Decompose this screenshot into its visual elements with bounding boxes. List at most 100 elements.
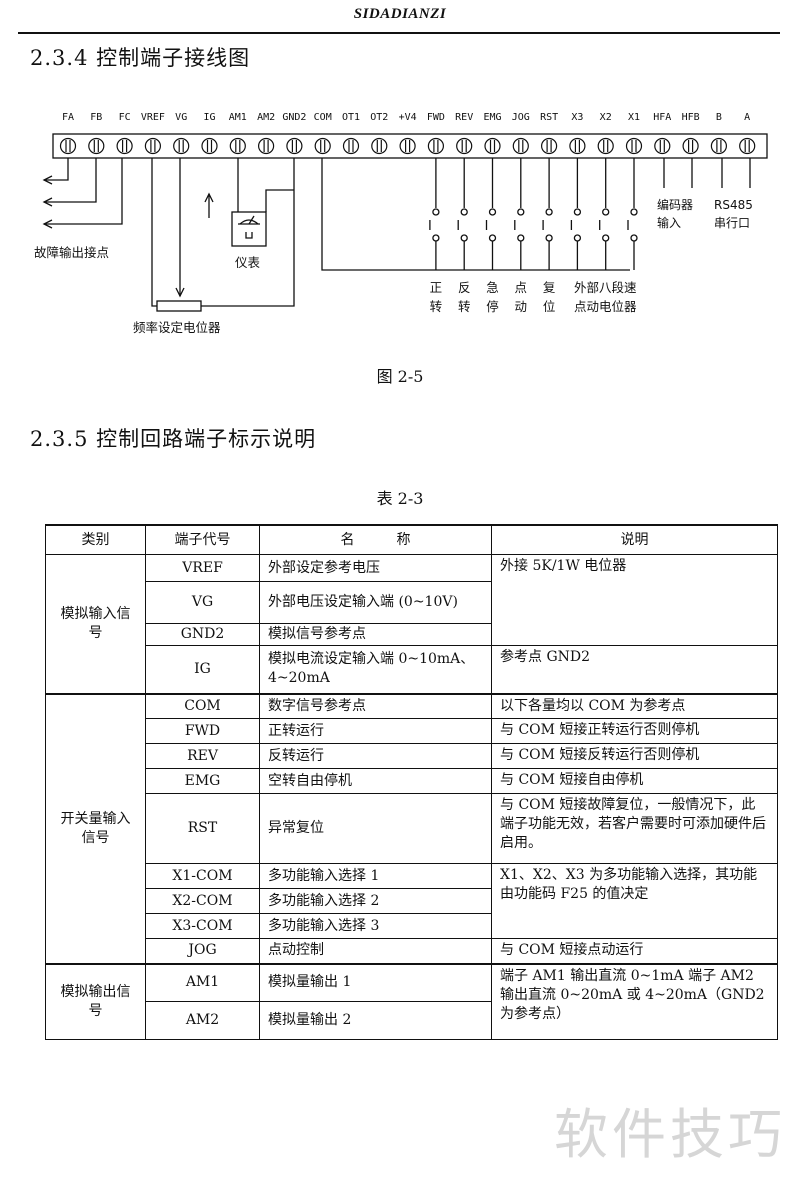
terminal-label: HFA: [653, 112, 671, 123]
switch-label: 复: [543, 280, 556, 295]
terminal-label: FC: [119, 112, 131, 123]
terminal-screw-icon: [427, 137, 444, 155]
terminal-screw-icon: [201, 137, 218, 155]
switch-contact: [488, 234, 497, 242]
header-name: 名 称: [259, 524, 492, 555]
code-cell: X2-COM: [145, 888, 260, 914]
encoder-label-line2: 输入: [657, 215, 681, 230]
fault-output-label: 故障输出接点: [34, 245, 109, 260]
switch-label: 转: [458, 299, 471, 314]
section-title-235: 2.3.5 控制回路端子标示说明: [30, 427, 317, 451]
header-code: 端子代号: [145, 524, 260, 555]
switch-label: 转: [430, 299, 443, 314]
watermark: 软件技巧: [554, 1103, 786, 1166]
terminal-screw-icon: [59, 137, 77, 155]
terminal-label: HFB: [682, 112, 700, 123]
code-cell: FWD: [145, 718, 260, 744]
switch-label: 急: [486, 280, 499, 295]
switch-contact: [573, 208, 582, 216]
switch-label: 动: [515, 299, 528, 314]
name-cell: 多功能输入选择 2: [259, 888, 492, 914]
section-title-234: 2.3.4 控制端子接线图: [30, 46, 251, 70]
table-caption: 表 2-3: [376, 489, 424, 508]
terminal-label: X1: [628, 112, 640, 123]
name-cell: 空转自由停机: [259, 768, 492, 794]
terminal-label: COM: [314, 112, 332, 123]
table-row: REV 反转运行 与 COM 短接反转运行否则停机: [46, 743, 778, 769]
terminal-screw-icon: [597, 137, 614, 155]
table-row: RST 异常复位 与 COM 短接故障复位，一般情况下，此端子功能无效，若客户需…: [46, 793, 778, 864]
switch-contact: [460, 208, 468, 216]
table-row: 开关量输入信号 COM 数字信号参考点 以下各量均以 COM 为参考点: [45, 692, 778, 964]
name-cell: 外部设定参考电压: [259, 554, 492, 582]
terminal-label: AM2: [257, 112, 275, 123]
terminal-screw-icon: [144, 137, 161, 155]
table-row: IG 模拟电流设定输入端 0~10mA、4~20mA 参考点 GND2: [46, 645, 778, 694]
code-cell: X3-COM: [145, 913, 260, 939]
multi-speed-label-line1: 外部八段速: [574, 280, 637, 295]
table-row: EMG 空转自由停机 与 COM 短接自由停机: [46, 768, 778, 794]
terminal-label: B: [716, 112, 722, 123]
encoder-label-line1: 编码器: [657, 197, 693, 212]
table-row: VG 外部电压设定输入端 (0~10V): [46, 581, 778, 624]
terminal-screw-icon: [286, 137, 303, 155]
terminal-label: AM1: [229, 112, 247, 123]
name-cell: 反转运行: [259, 743, 492, 769]
terminal-screw-icon: [682, 137, 699, 155]
table-row: X3-COM 多功能输入选择 3: [46, 913, 778, 939]
rs485-label-line1: RS485: [714, 198, 753, 212]
code-cell: IG: [145, 645, 260, 694]
note-cell: 与 COM 短接点动运行: [491, 938, 778, 964]
switch-contact: [517, 208, 525, 216]
switch-contact: [460, 234, 468, 242]
code-cell: AM1: [145, 962, 260, 1002]
terminal-screw-icon: [371, 137, 388, 155]
switch-contact: [432, 208, 440, 216]
terminal-screw-icon: [173, 137, 190, 155]
table-row: 模拟输出信号 AM1 模拟量输出 1 端子 AM1 输出直流 0~1mA 端子 …: [45, 962, 778, 1040]
page-header-brand: SIDADIANZI: [353, 6, 447, 22]
code-cell: AM2: [145, 1001, 260, 1040]
table-header-row: 类别 端子代号 名 称 说明: [45, 524, 778, 555]
name-cell: 外部电压设定输入端 (0~10V): [259, 581, 492, 624]
pot-label: 频率设定电位器: [133, 320, 221, 335]
note-cell: 与 COM 短接自由停机: [491, 768, 778, 794]
switch-contact: [517, 234, 525, 242]
name-cell: 点动控制: [259, 938, 492, 964]
terminal-label: +V4: [399, 112, 417, 123]
name-cell: 模拟信号参考点: [259, 623, 492, 646]
terminal-screw-icon: [229, 137, 246, 155]
switch-contact: [602, 234, 610, 242]
terminal-label: REV: [455, 112, 473, 123]
terminal-screw-icon: [569, 137, 586, 155]
code-cell: REV: [145, 743, 260, 769]
rs485-label-line2: 串行口: [714, 216, 750, 230]
terminal-label: RST: [540, 112, 558, 123]
switch-label: 反: [458, 280, 471, 295]
code-cell: RST: [145, 793, 260, 864]
terminal-label: JOG: [512, 112, 530, 123]
note-cell: X1、X2、X3 为多功能输入选择，其功能由功能码 F25 的值决定: [491, 863, 778, 939]
terminal-spec-table: 类别 端子代号 名 称 说明 模拟输入信号 VREF 外部设定参考电压 外接 5…: [45, 524, 778, 1040]
switch-contact: [545, 234, 553, 242]
name-cell: 异常复位: [259, 793, 492, 864]
table-row: X2-COM 多功能输入选择 2: [46, 888, 778, 914]
table-row: JOG 点动控制 与 COM 短接点动运行: [46, 938, 778, 964]
terminal-screw-icon: [540, 137, 558, 155]
terminal-screw-icon: [399, 137, 416, 155]
name-cell: 多功能输入选择 3: [259, 913, 492, 939]
terminal-label: FWD: [427, 112, 445, 123]
table-row: 模拟输入信号 VREF 外部设定参考电压 外接 5K/1W 电位器: [45, 554, 778, 694]
terminal-label: A: [744, 112, 750, 123]
terminal-label: VG: [175, 112, 187, 123]
terminal-screw-icon: [88, 137, 105, 155]
terminal-label: FB: [90, 112, 102, 123]
category-cell: 模拟输入信号: [45, 554, 146, 694]
switch-label: 位: [543, 299, 556, 314]
code-cell: JOG: [145, 938, 260, 964]
name-cell: 模拟量输出 2: [259, 1001, 492, 1040]
figure-caption: 图 2-5: [376, 367, 424, 386]
terminal-label: OT1: [342, 112, 360, 123]
name-cell: 数字信号参考点: [259, 692, 492, 719]
note-cell: 与 COM 短接反转运行否则停机: [491, 743, 778, 769]
